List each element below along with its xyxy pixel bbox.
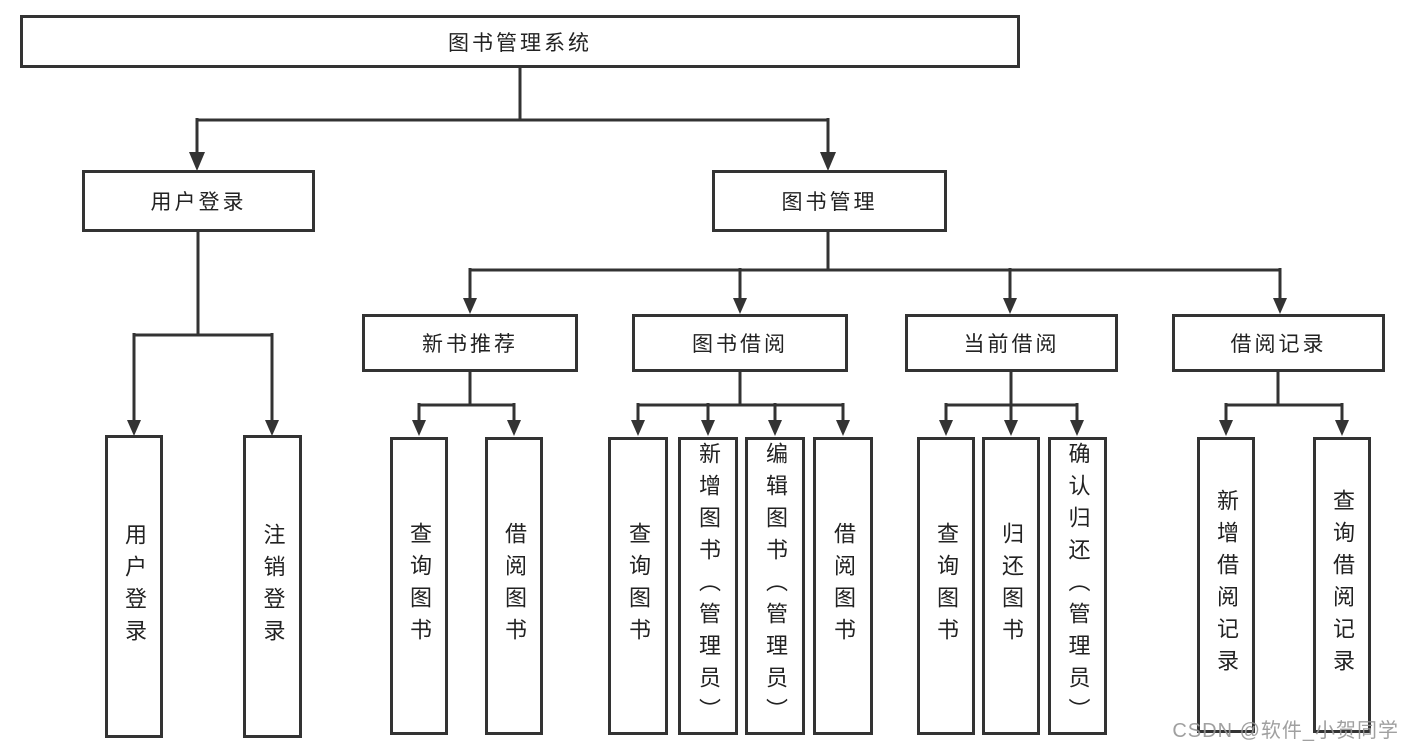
node-book-borrow: 图书借阅 <box>632 314 848 372</box>
leaf-bb-borrow-book: 借阅图书 <box>813 437 873 735</box>
connector-userlogin-to-leaves <box>132 230 274 422</box>
leaf-br-query-record: 查询借阅记录 <box>1313 437 1371 733</box>
node-new-book-recommend: 新书推荐 <box>362 314 578 372</box>
connector-newbookrec-to-leaves <box>417 370 516 422</box>
connector-currentborrow-to-leaves <box>944 370 1079 422</box>
node-book-management: 图书管理 <box>712 170 947 232</box>
leaf-logout: 注销登录 <box>243 435 302 738</box>
leaf-bb-edit-book-admin: 编辑图书（管理员） <box>745 437 805 735</box>
csdn-watermark: CSDN @软件_小贺同学 <box>1172 720 1399 742</box>
connector-root-to-level2 <box>195 66 830 155</box>
arrowheads <box>127 152 1349 436</box>
leaf-cb-query-book: 查询图书 <box>917 437 975 735</box>
node-user-login: 用户登录 <box>82 170 315 232</box>
leaf-br-add-record: 新增借阅记录 <box>1197 437 1255 733</box>
node-borrow-records: 借阅记录 <box>1172 314 1385 372</box>
leaf-user-login: 用户登录 <box>105 435 163 738</box>
leaf-rec-query-book: 查询图书 <box>390 437 448 735</box>
connector-bookborrow-to-leaves <box>636 370 845 422</box>
leaf-bb-query-book: 查询图书 <box>608 437 668 735</box>
leaf-bb-add-book-admin: 新增图书（管理员） <box>678 437 738 735</box>
leaf-rec-borrow-book: 借阅图书 <box>485 437 543 735</box>
leaf-cb-confirm-return-admin: 确认归还（管理员） <box>1048 437 1107 735</box>
node-current-borrow: 当前借阅 <box>905 314 1118 372</box>
connector-borrowrecord-to-leaves <box>1224 370 1344 422</box>
node-root: 图书管理系统 <box>20 15 1020 68</box>
leaf-cb-return-book: 归还图书 <box>982 437 1040 735</box>
connector-bookmgmt-to-level3 <box>468 230 1282 300</box>
